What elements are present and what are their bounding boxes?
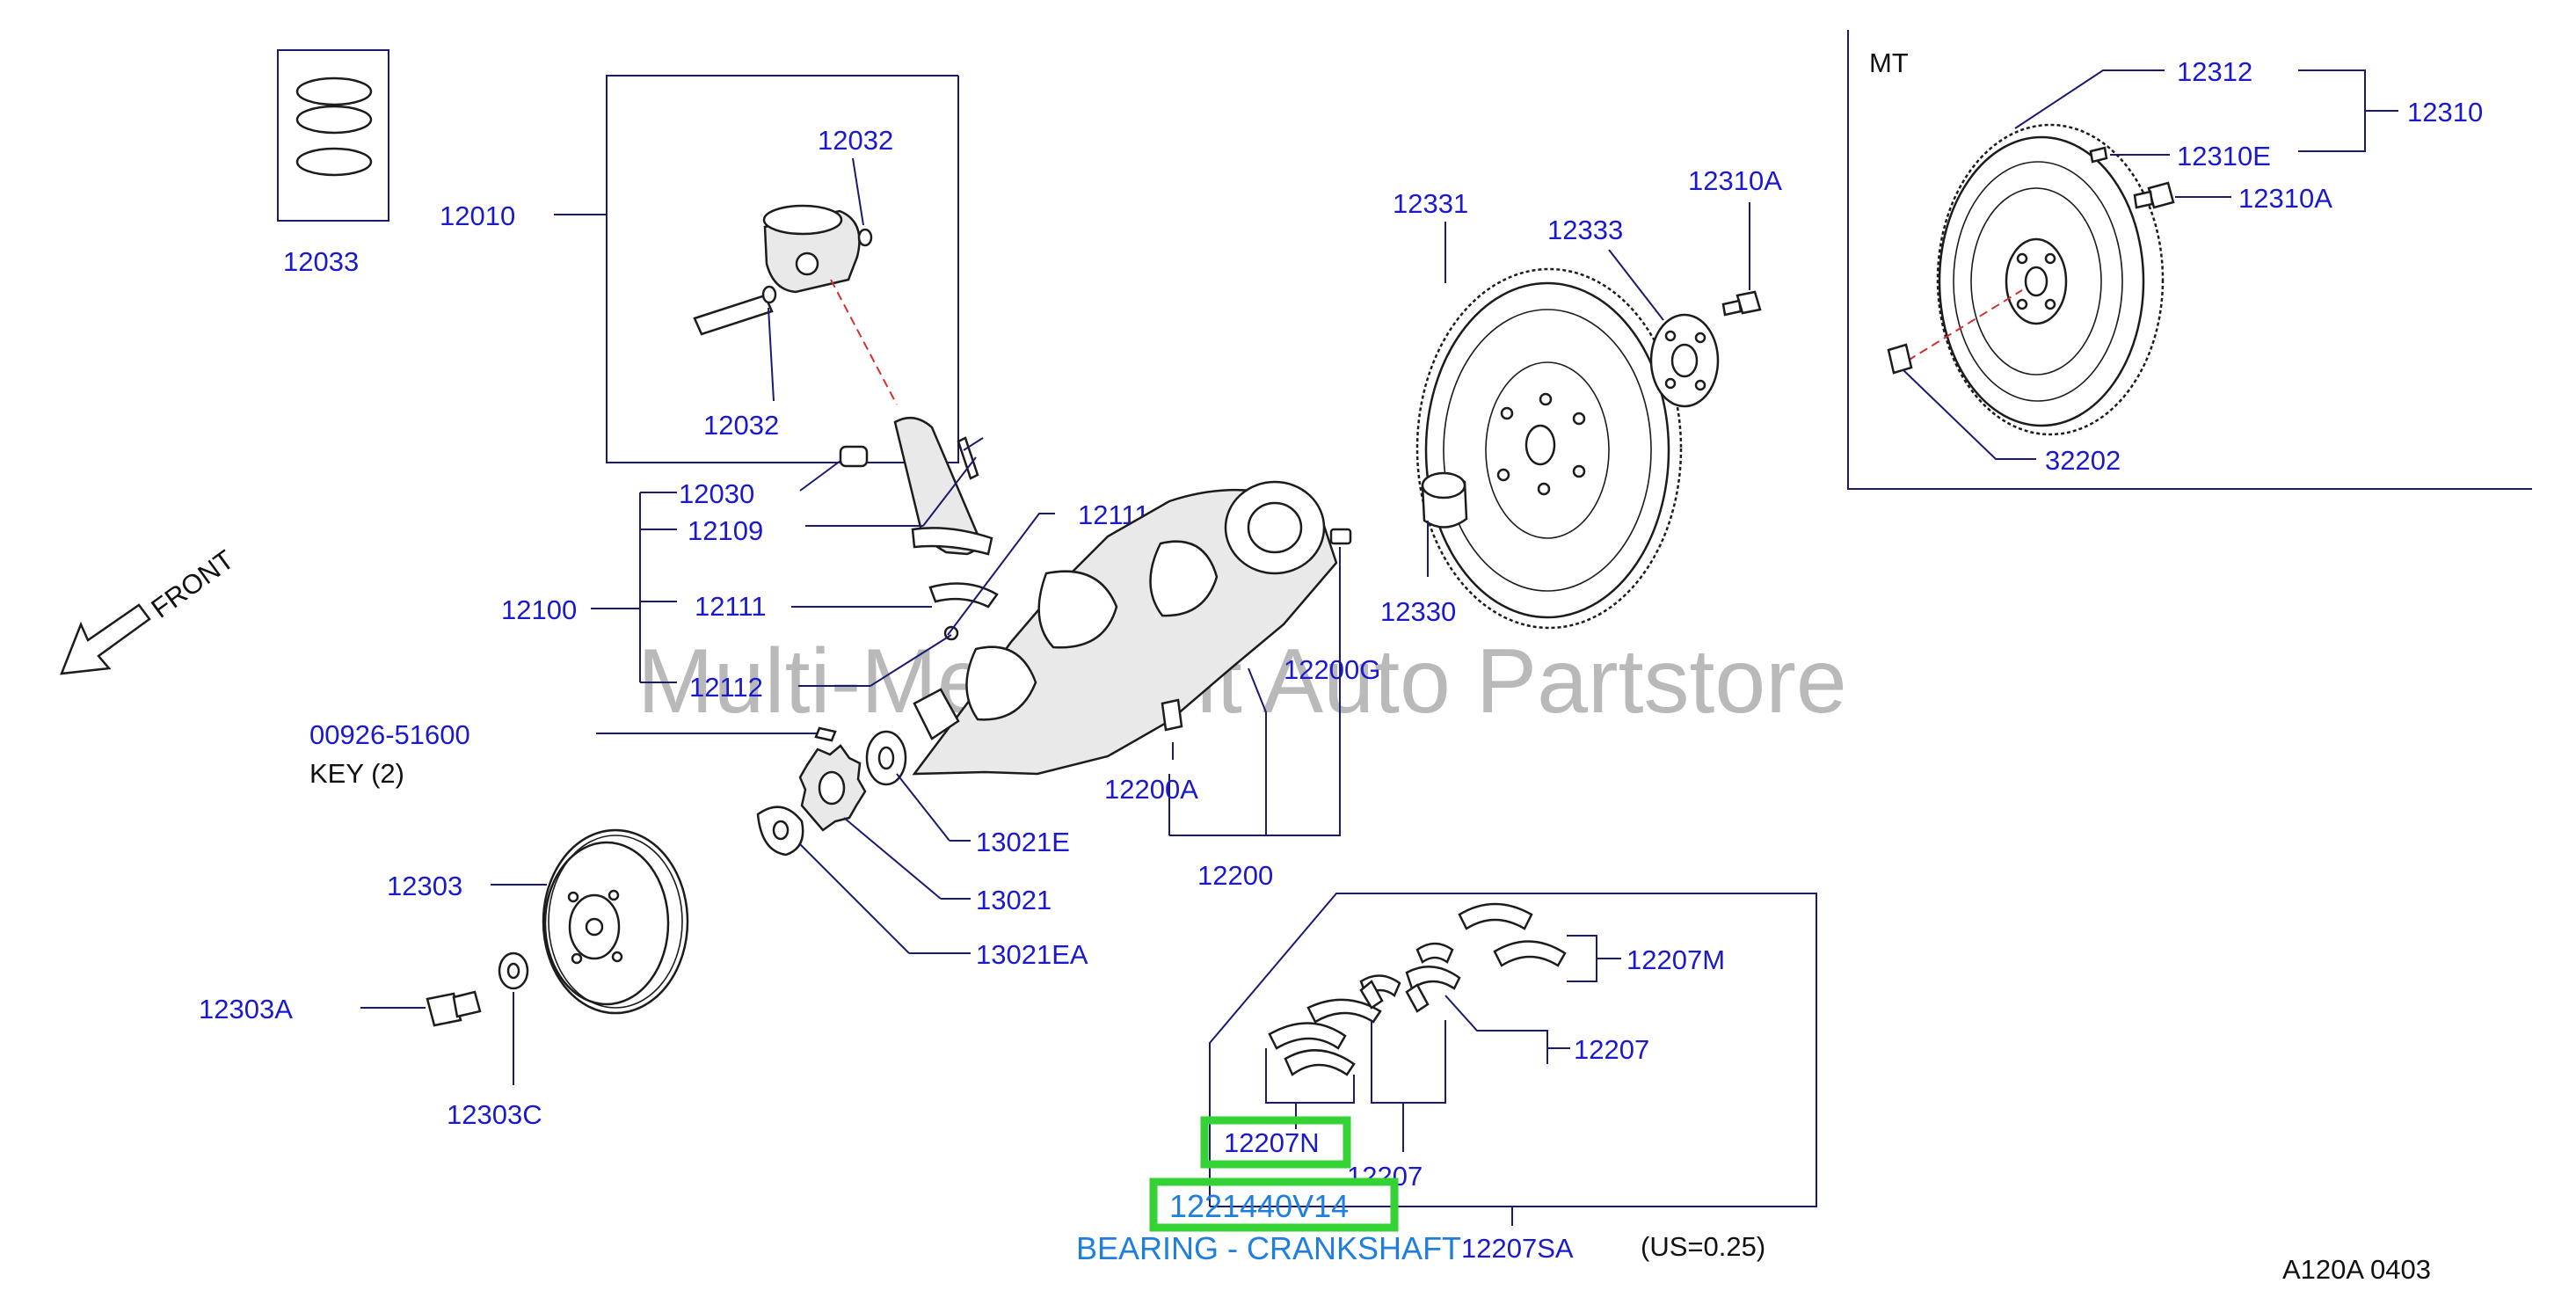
part-label-12207-bottom[interactable]: 12207 — [1347, 1161, 1423, 1192]
part-label-12303[interactable]: 12303 — [387, 871, 462, 901]
part-label-00926-51600[interactable]: 00926-51600 — [309, 719, 470, 750]
part-label-12207M[interactable]: 12207M — [1626, 944, 1725, 975]
part-label-1221440V14[interactable]: 1221440V14 — [1169, 1188, 1349, 1224]
part-label-32202[interactable]: 32202 — [2045, 445, 2121, 476]
front-arrow-icon — [60, 603, 151, 675]
part-label-12207SA[interactable]: 12207SA — [1461, 1233, 1574, 1264]
part-label-12030[interactable]: 12030 — [679, 478, 754, 509]
main-bearings-group — [1209, 893, 1817, 1207]
part-label-12010[interactable]: 12010 — [440, 200, 515, 231]
part-label-13021[interactable]: 13021 — [976, 885, 1052, 915]
part-label-12200G[interactable]: 12200G — [1284, 654, 1380, 685]
part-label-12032-bottom[interactable]: 12032 — [703, 410, 779, 441]
footer-code: A120A 0403 — [2282, 1254, 2431, 1285]
part-label-12333[interactable]: 12333 — [1547, 215, 1623, 245]
part-label-13021E[interactable]: 13021E — [976, 827, 1070, 857]
part-label-12112[interactable]: 12112 — [689, 672, 763, 703]
part-label-12310[interactable]: 12310 — [2407, 97, 2483, 128]
mt-label: MT — [1869, 47, 1909, 78]
part-label-12109[interactable]: 12109 — [688, 515, 763, 546]
part-label-12312[interactable]: 12312 — [2177, 56, 2252, 87]
part-label-12310A-mt[interactable]: 12310A — [2238, 183, 2332, 214]
part-label-12111-left[interactable]: 12111 — [695, 591, 767, 622]
part-label-12207-right[interactable]: 12207 — [1574, 1034, 1649, 1065]
part-label-12032-top[interactable]: 12032 — [818, 125, 893, 156]
mt-flywheel-group — [1847, 30, 2532, 490]
part-label-12331[interactable]: 12331 — [1393, 188, 1468, 219]
piston-rings-group — [277, 49, 389, 222]
us-note: (US=0.25) — [1641, 1231, 1765, 1262]
part-label-12100[interactable]: 12100 — [501, 594, 577, 625]
part-label-12310E[interactable]: 12310E — [2177, 141, 2271, 171]
highlight-box-12207N — [1200, 1116, 1351, 1169]
part-label-12310A-mid[interactable]: 12310A — [1688, 165, 1782, 196]
part-label-12033[interactable]: 12033 — [283, 246, 359, 277]
connecting-rod-group — [839, 416, 999, 641]
part-label-12207N[interactable]: 12207N — [1224, 1127, 1320, 1158]
part-label-12200A[interactable]: 12200A — [1104, 774, 1198, 805]
crankshaft-group — [912, 480, 1352, 776]
crank-pulley-group — [426, 828, 689, 1027]
timing-gear-group — [756, 730, 907, 857]
key-label: KEY (2) — [309, 758, 404, 789]
piston-group — [554, 75, 959, 463]
highlight-box-1221440V14 — [1149, 1177, 1399, 1232]
bearing-description-link[interactable]: BEARING - CRANKSHAFT — [1076, 1230, 1461, 1266]
part-label-12303C[interactable]: 12303C — [447, 1099, 542, 1130]
drive-plate-group — [1415, 267, 1762, 630]
part-label-13021EA[interactable]: 13021EA — [976, 939, 1088, 970]
part-label-12330[interactable]: 12330 — [1380, 596, 1456, 627]
part-label-12303A[interactable]: 12303A — [199, 994, 293, 1024]
front-label: FRONT — [146, 544, 240, 624]
part-label-12200[interactable]: 12200 — [1197, 860, 1273, 891]
